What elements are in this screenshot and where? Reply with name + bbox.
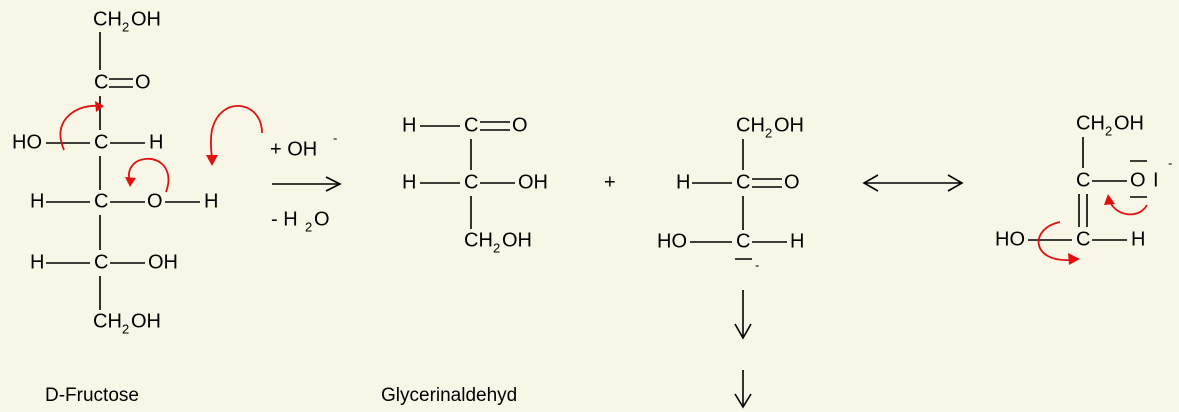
gly-c2-oh: OH: [518, 171, 548, 193]
fructose-c6-ch2: CH: [93, 310, 122, 332]
enol-c1-sub2: 2: [1105, 123, 1112, 138]
electron-arrow-oxygen: [1109, 201, 1148, 216]
gly-c3-sub2: 2: [493, 240, 500, 255]
arrowhead: [1068, 253, 1080, 265]
fructose-c4-carbon: C: [94, 190, 108, 212]
fructose-c1-sub2: 2: [122, 19, 129, 34]
gly-c3-ch2: CH: [464, 229, 493, 251]
arrowhead: [95, 101, 104, 112]
carbanion-structure: CH 2 OH H C O HO C H -: [657, 114, 804, 409]
enol-oxygen-lone-pair: I: [1153, 169, 1159, 191]
enol-c2-oxygen: O: [1130, 169, 1146, 191]
carb-c3-charge: -: [755, 257, 759, 272]
fructose-c3-carbon: C: [94, 131, 108, 153]
plus-sign: +: [604, 171, 616, 193]
fructose-c2-oxygen: O: [135, 71, 151, 93]
electron-arrow-c3: [59, 104, 99, 151]
enol-c3-ho: HO: [995, 228, 1025, 250]
carb-c2-h: H: [676, 171, 690, 193]
carb-c2-oxygen: O: [784, 171, 800, 193]
fructose-c3-ho: HO: [12, 131, 42, 153]
fructose-c6-oh: OH: [131, 310, 161, 332]
fructose-c4-oxygen: O: [147, 190, 163, 212]
fructose-c1-ch2: CH: [93, 8, 122, 30]
gly-c1-carbon: C: [464, 114, 478, 136]
label-glyceraldehyde: Glycerinaldehyd: [381, 385, 517, 406]
enolate-structure: CH 2 OH C O I - HO C H: [995, 112, 1172, 265]
down-arrowhead-1: [734, 323, 752, 340]
reagent-charge: -: [333, 130, 337, 145]
byproduct-suffix: O: [314, 208, 330, 230]
fructose-c5-h: H: [30, 251, 44, 273]
fructose-c5-oh: OH: [148, 251, 178, 273]
arrowhead: [206, 155, 218, 166]
carb-c1-oh: OH: [774, 114, 804, 136]
enol-c2-carbon: C: [1076, 169, 1090, 191]
arrowhead: [1104, 194, 1115, 205]
carb-c3-h: H: [790, 230, 804, 252]
fructose-c1-oh: OH: [131, 8, 161, 30]
byproduct-prefix: - H: [271, 208, 298, 230]
reagent-label: + OH: [270, 138, 317, 160]
gly-c2-carbon: C: [464, 171, 478, 193]
fructose-c4-hydroxyl-h: H: [204, 190, 218, 212]
byproduct-sub: 2: [305, 219, 312, 234]
fructose-c6-sub2: 2: [122, 321, 129, 336]
carb-c1-sub2: 2: [765, 125, 772, 140]
gly-c1-h: H: [402, 114, 416, 136]
resonance-arrowhead-right: [947, 174, 964, 192]
gly-c3-oh: OH: [502, 229, 532, 251]
carb-c2-carbon: C: [736, 171, 750, 193]
reaction-arrowhead: [325, 176, 342, 192]
down-arrowhead-2: [734, 393, 752, 409]
gly-c2-h: H: [402, 171, 416, 193]
fructose-c2-carbon: C: [94, 71, 108, 93]
enol-c1-oh: OH: [1114, 112, 1144, 134]
enol-oxygen-charge: -: [1168, 155, 1172, 170]
fructose-c3-h: H: [149, 131, 163, 153]
arrowhead: [125, 177, 136, 187]
carb-c3-ho: HO: [657, 230, 687, 252]
gly-c1-oxygen: O: [512, 114, 528, 136]
enol-c1-ch2: CH: [1076, 112, 1105, 134]
glyceraldehyde-structure: H C O H C OH CH 2 OH: [402, 114, 548, 255]
enol-c3-h: H: [1131, 228, 1145, 250]
carb-c1-ch2: CH: [736, 114, 765, 136]
label-fructose: D-Fructose: [45, 385, 139, 406]
fructose-c5-carbon: C: [94, 251, 108, 273]
reaction-conditions: + OH - - H 2 O: [270, 130, 342, 234]
electron-arrow-c4: [128, 157, 170, 193]
resonance-arrow: [862, 174, 964, 192]
fructose-c4-h: H: [30, 190, 44, 212]
electron-arrow-c3: [1037, 221, 1071, 261]
resonance-arrowhead-left: [862, 174, 879, 192]
electron-arrow-hydroxyl: [209, 105, 263, 159]
carb-c3-carbon: C: [736, 230, 750, 252]
fructose-structure: CH 2 OH C O HO C H H C O H H C OH CH 2: [12, 8, 263, 336]
enol-c3-carbon: C: [1076, 228, 1090, 250]
